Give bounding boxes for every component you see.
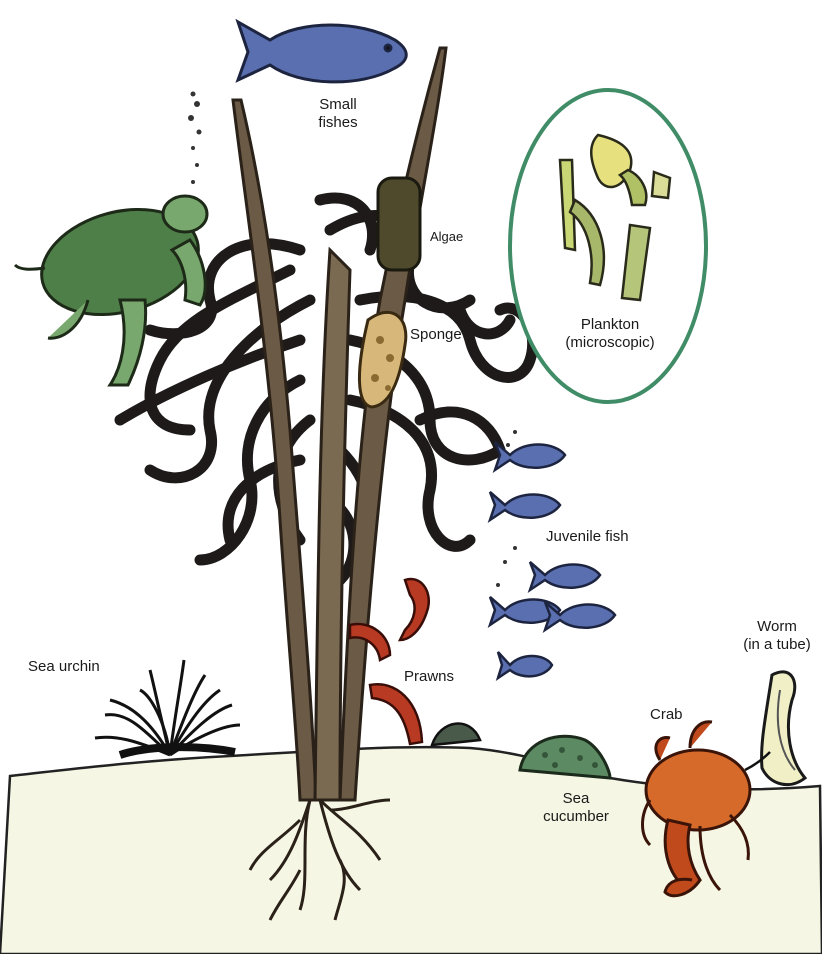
juvenile-fish xyxy=(490,442,615,678)
sea-cucumber xyxy=(520,736,610,778)
label-worm: Worm (in a tube) xyxy=(735,618,819,654)
label-small-fishes-line1: Small xyxy=(308,96,368,114)
algae-patch xyxy=(378,178,420,270)
label-sponge: Sponge xyxy=(410,326,462,344)
label-sea-urchin: Sea urchin xyxy=(28,658,100,676)
label-plankton-line2: (microscopic) xyxy=(560,334,660,352)
label-small-fishes: Small fishes xyxy=(308,96,368,132)
label-plankton-line1: Plankton xyxy=(560,316,660,334)
label-sea-cucumber-line1: Sea xyxy=(540,790,612,808)
label-plankton: Plankton (microscopic) xyxy=(560,316,660,352)
label-sea-cucumber-line2: cucumber xyxy=(540,808,612,826)
label-juvenile-fish: Juvenile fish xyxy=(546,528,629,546)
small-fish-top xyxy=(238,22,406,82)
label-sea-cucumber: Sea cucumber xyxy=(540,790,612,826)
label-prawns: Prawns xyxy=(404,668,454,686)
worm-tube xyxy=(762,672,805,785)
label-worm-line2: (in a tube) xyxy=(735,636,819,654)
label-worm-line1: Worm xyxy=(735,618,819,636)
label-algae: Algae xyxy=(430,228,463,246)
small-rock xyxy=(432,724,480,745)
turtle xyxy=(15,193,210,385)
label-small-fishes-line2: fishes xyxy=(308,114,368,132)
label-crab: Crab xyxy=(650,706,683,724)
sponge xyxy=(359,312,405,407)
sea-urchin xyxy=(95,660,240,755)
